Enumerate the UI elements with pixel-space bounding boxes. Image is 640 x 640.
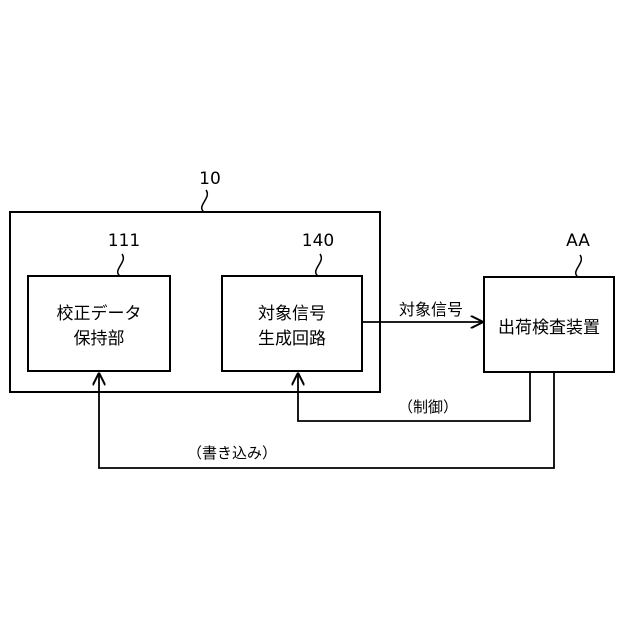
write-arrow-label: （書き込み）	[187, 444, 277, 462]
signal-block-label-line2: 生成回路	[258, 329, 326, 349]
calibration-block-label-line2: 保持部	[74, 329, 125, 349]
signal-arrow-label: 対象信号	[399, 300, 463, 319]
control-arrow-label: （制御）	[398, 398, 458, 416]
calibration-ref-label: 111	[108, 231, 140, 251]
calibration-ref-leader	[118, 254, 124, 276]
signal-block-label-line1: 対象信号	[258, 304, 326, 324]
inspection-ref-label: AA	[566, 231, 590, 251]
calibration-block-label-line1: 校正データ	[57, 303, 142, 324]
device-ref-label: 10	[199, 169, 221, 189]
signal-ref-leader	[316, 254, 322, 276]
signal-ref-label: 140	[302, 231, 334, 251]
write-arrow	[99, 372, 554, 468]
device-ref-leader	[202, 190, 208, 212]
inspection-block-label: 出荷検査装置	[498, 318, 600, 338]
inspection-ref-leader	[576, 255, 582, 277]
